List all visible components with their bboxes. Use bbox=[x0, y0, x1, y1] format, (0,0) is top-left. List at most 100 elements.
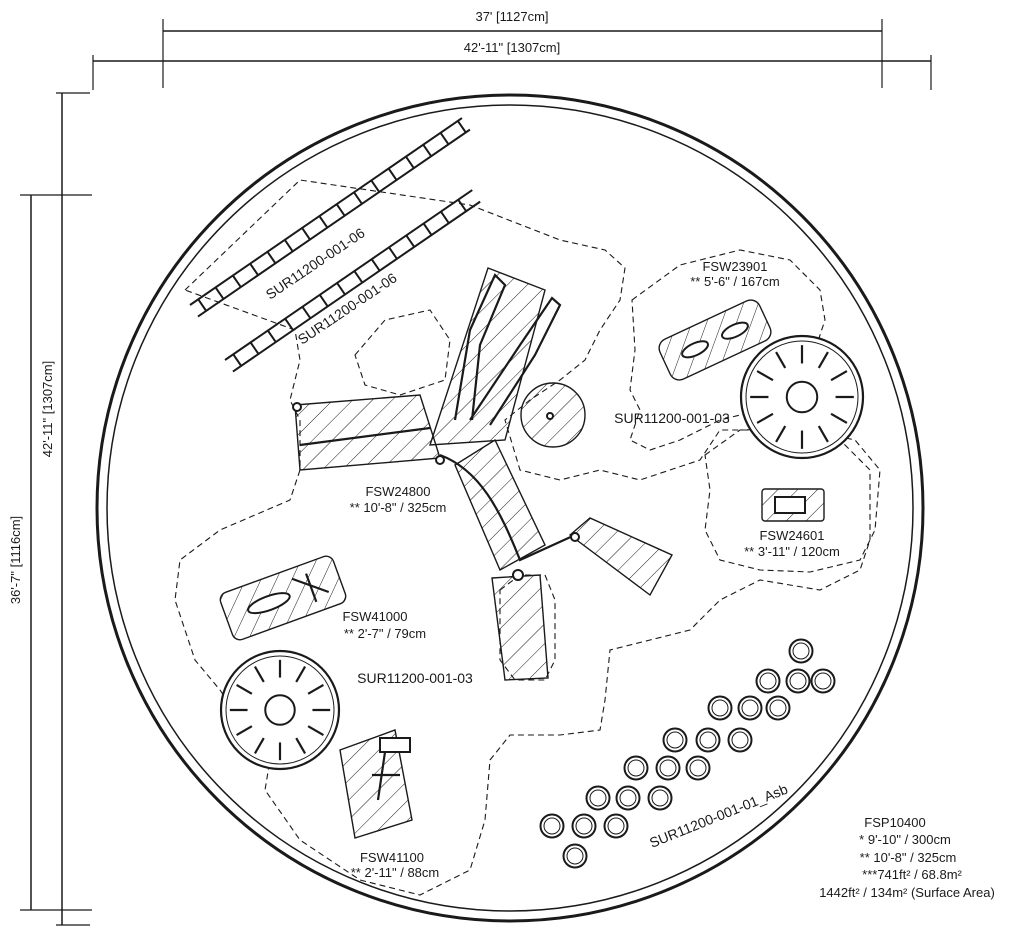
ladder-rung bbox=[353, 270, 364, 284]
spinner-spoke bbox=[756, 370, 774, 382]
summary-line-4: 1442ft² / 134m² (Surface Area) bbox=[819, 885, 995, 900]
spinner-rim-inner bbox=[225, 655, 335, 765]
ladder-rung bbox=[457, 120, 467, 134]
fsw24800-dim: ** 10'-8" / 325cm bbox=[350, 500, 447, 515]
ladder-rung bbox=[439, 132, 450, 145]
ladder-rung bbox=[232, 274, 242, 288]
spinner-spoke bbox=[775, 351, 787, 369]
ladder-rung bbox=[318, 294, 329, 307]
spinner-spoke bbox=[295, 737, 307, 754]
stepping-stone-inner bbox=[651, 789, 669, 807]
ladder-rung bbox=[388, 246, 398, 260]
ladder-rung bbox=[283, 239, 294, 252]
fsw23901-equipment bbox=[658, 299, 772, 381]
fsw24601-equipment bbox=[761, 488, 825, 522]
fsw24601-code: FSW24601 bbox=[759, 528, 824, 543]
stepping-stone-inner bbox=[659, 759, 677, 777]
fsw41000-dim: ** 2'-7" / 79cm bbox=[344, 626, 426, 641]
stepping-stone-inner bbox=[741, 699, 759, 717]
ladder-rung bbox=[405, 156, 415, 169]
stepping-stone-inner bbox=[814, 672, 832, 690]
stepping-stone-inner bbox=[711, 699, 729, 717]
surface-boundary bbox=[95, 93, 925, 923]
spinner-spoke bbox=[307, 725, 324, 737]
ladder-rung bbox=[336, 282, 346, 296]
spinner-right-label: SUR11200-001-03 bbox=[614, 410, 730, 426]
spinner-rim-inner bbox=[745, 340, 859, 454]
fsw23901-dim: ** 5'-6" / 167cm bbox=[690, 274, 779, 289]
fsw24601-dim: ** 3'-11" / 120cm bbox=[744, 544, 840, 559]
stepping-stone-inner bbox=[789, 672, 807, 690]
spinner-hub bbox=[264, 694, 296, 726]
ladder-rung bbox=[232, 353, 242, 367]
stepping-stone-inner bbox=[575, 817, 593, 835]
dimension-left-outer: 42'-11" [1307cm] bbox=[40, 92, 90, 926]
spinner-spoke bbox=[236, 725, 253, 737]
ladder-rung bbox=[267, 329, 277, 343]
spinner-spoke bbox=[775, 425, 787, 443]
ladder-2-label: SUR11200-001-06 bbox=[295, 269, 400, 347]
stepping-stone-inner bbox=[627, 759, 645, 777]
fsw24800-code: FSW24800 bbox=[365, 484, 430, 499]
stepping-stone-inner bbox=[619, 789, 637, 807]
ladder-1 bbox=[189, 117, 471, 318]
stepping-stone-inner bbox=[769, 699, 787, 717]
surface-boundary-inner bbox=[106, 104, 914, 912]
summary-block: FSP10400 * 9'-10" / 300cm ** 10'-8" / 32… bbox=[819, 815, 995, 900]
ladder-rung bbox=[387, 167, 398, 181]
stepping-stone-inner bbox=[666, 731, 684, 749]
ladder-rung bbox=[440, 211, 450, 224]
central-structure bbox=[292, 267, 673, 681]
fsw41000-code: FSW41000 bbox=[342, 609, 407, 624]
ladder-rung bbox=[249, 263, 259, 276]
spinner-hub bbox=[785, 380, 819, 414]
summary-line-1: * 9'-10" / 300cm bbox=[859, 832, 951, 847]
summary-code: FSP10400 bbox=[864, 815, 925, 830]
dimension-top-inner-label: 37' [1127cm] bbox=[475, 9, 548, 24]
ladder-rung bbox=[301, 306, 312, 319]
ladder-rung bbox=[422, 144, 432, 157]
ladder-rung bbox=[370, 179, 381, 193]
spinner-spoke bbox=[253, 666, 265, 683]
ladder-rung bbox=[370, 258, 381, 272]
spinner-spoke bbox=[253, 737, 265, 754]
ladder-rung bbox=[214, 286, 225, 300]
spinner-spoke bbox=[236, 683, 253, 695]
fsw41000-equipment bbox=[219, 555, 347, 641]
summary-line-2: ** 10'-8" / 325cm bbox=[860, 850, 957, 865]
spinner-spoke bbox=[830, 412, 848, 424]
summary-line-3: ***741ft² / 68.8m² bbox=[862, 867, 962, 882]
stepping-stone-inner bbox=[731, 731, 749, 749]
stepping-stones bbox=[539, 638, 836, 869]
spinner-spoke bbox=[756, 412, 774, 424]
ladder-rung bbox=[284, 318, 294, 331]
spinner-spoke bbox=[817, 351, 829, 369]
spinner-left bbox=[219, 649, 341, 771]
ladder-rung bbox=[405, 234, 416, 248]
ladder-rung bbox=[197, 298, 207, 312]
stepping-stone-inner bbox=[759, 672, 777, 690]
dimension-left-inner-label: 36'-7" [1116cm] bbox=[8, 516, 23, 604]
dimension-top-outer-label: 42'-11" [1307cm] bbox=[464, 40, 560, 55]
dimension-left-outer-label: 42'-11" [1307cm] bbox=[40, 361, 55, 457]
dimension-top-inner: 37' [1127cm] bbox=[162, 9, 883, 88]
stepping-stone-inner bbox=[607, 817, 625, 835]
dimension-left-inner: 36'-7" [1116cm] bbox=[8, 194, 92, 911]
fsw41100-equipment bbox=[339, 729, 413, 839]
ladder-rung bbox=[318, 215, 329, 229]
ladder-rung bbox=[301, 227, 311, 241]
stepping-stone-inner bbox=[792, 642, 810, 660]
spinner-spoke bbox=[830, 370, 848, 382]
spinner-right bbox=[739, 334, 865, 460]
dimension-top-outer: 42'-11" [1307cm] bbox=[92, 40, 932, 90]
spinner-spoke bbox=[307, 683, 324, 695]
fsw41100-code: FSW41100 bbox=[360, 850, 424, 865]
stepping-stone-inner bbox=[543, 817, 561, 835]
stepping-stone-inner bbox=[589, 789, 607, 807]
stepping-stone-inner bbox=[699, 731, 717, 749]
ladder-rung bbox=[457, 199, 467, 212]
fsw41100-dim: ** 2'-11" / 88cm bbox=[351, 865, 440, 880]
ladder-rung bbox=[335, 203, 346, 217]
spinner-spoke bbox=[817, 425, 829, 443]
